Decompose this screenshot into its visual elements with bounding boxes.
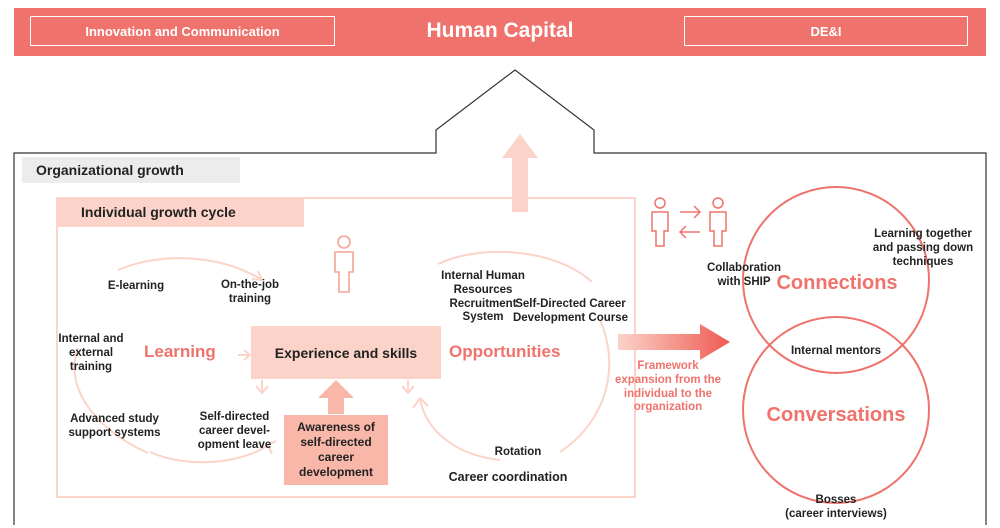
learning-arc-top xyxy=(117,257,263,281)
learning-together-label: Learning together and passing down techn… xyxy=(872,228,974,268)
innovation-communication-box: Innovation and Communication xyxy=(30,16,335,46)
conversations-circle xyxy=(742,316,930,504)
on-the-job-training-label: On-the-job training xyxy=(220,279,280,305)
internal-mentors-label: Internal mentors xyxy=(790,345,882,357)
self-directed-leave-label: Self-directed career devel- opment leave xyxy=(197,411,272,451)
experience-skills-box: Experience and skills xyxy=(251,326,441,379)
learning-title: Learning xyxy=(144,342,216,361)
person-icon xyxy=(334,235,354,293)
dei-box: DE&I xyxy=(684,16,968,46)
experience-skills-label: Experience and skills xyxy=(274,344,418,361)
connections-title: Connections xyxy=(776,272,898,294)
organizational-growth-tag: Organizational growth xyxy=(22,157,240,183)
recruitment-system-label: Internal Human Resources Recruitment Sys… xyxy=(441,270,525,324)
opportunities-arrowhead xyxy=(412,397,429,409)
connections-circle xyxy=(742,186,930,374)
box-down-arrow-right xyxy=(401,380,415,395)
learning-arc-bottom xyxy=(149,444,269,464)
dei-label: DE&I xyxy=(810,23,842,39)
learning-arrowhead-bottom xyxy=(267,440,277,455)
rotation-label: Rotation xyxy=(494,446,542,458)
learning-arc-left xyxy=(73,347,149,454)
human-capital-title: Human Capital xyxy=(426,19,574,42)
opportunities-arc-top xyxy=(437,250,593,283)
framework-expansion-arrow xyxy=(618,324,730,360)
e-learning-label: E-learning xyxy=(107,280,165,292)
exchange-arrows-icon xyxy=(651,197,727,247)
collaboration-ship-label: Collaboration with SHIP xyxy=(706,262,782,288)
innovation-label: Innovation and Communication xyxy=(85,23,280,39)
conversations-title: Conversations xyxy=(766,404,906,426)
advanced-study-label: Advanced study support systems xyxy=(68,413,161,439)
awareness-box: Awareness of self-directed career develo… xyxy=(284,415,388,485)
internal-external-training-label: Internal and external training xyxy=(58,333,124,373)
awareness-label: Awareness of self-directed career develo… xyxy=(297,420,375,479)
organizational-frame-outline xyxy=(13,69,987,525)
opportunities-arc-bottom xyxy=(419,397,501,461)
self-directed-course-label: Self-Directed Career Development Course xyxy=(512,298,629,324)
individual-growth-cycle-tag: Individual growth cycle xyxy=(57,198,304,227)
bosses-label: Bosses (career interviews) xyxy=(785,494,887,520)
framework-expansion-label: Framework expansion from the individual … xyxy=(614,360,722,414)
opportunities-title: Opportunities xyxy=(449,342,561,361)
opportunities-arc-right xyxy=(559,319,611,453)
career-coordination-label: Career coordination xyxy=(448,470,568,484)
box-down-arrow-left xyxy=(255,380,269,395)
cycle-up-arrow xyxy=(502,134,538,212)
learning-arrowhead-top xyxy=(251,270,263,281)
awareness-up-arrow xyxy=(318,380,354,414)
left-into-box-arrow xyxy=(238,349,251,361)
